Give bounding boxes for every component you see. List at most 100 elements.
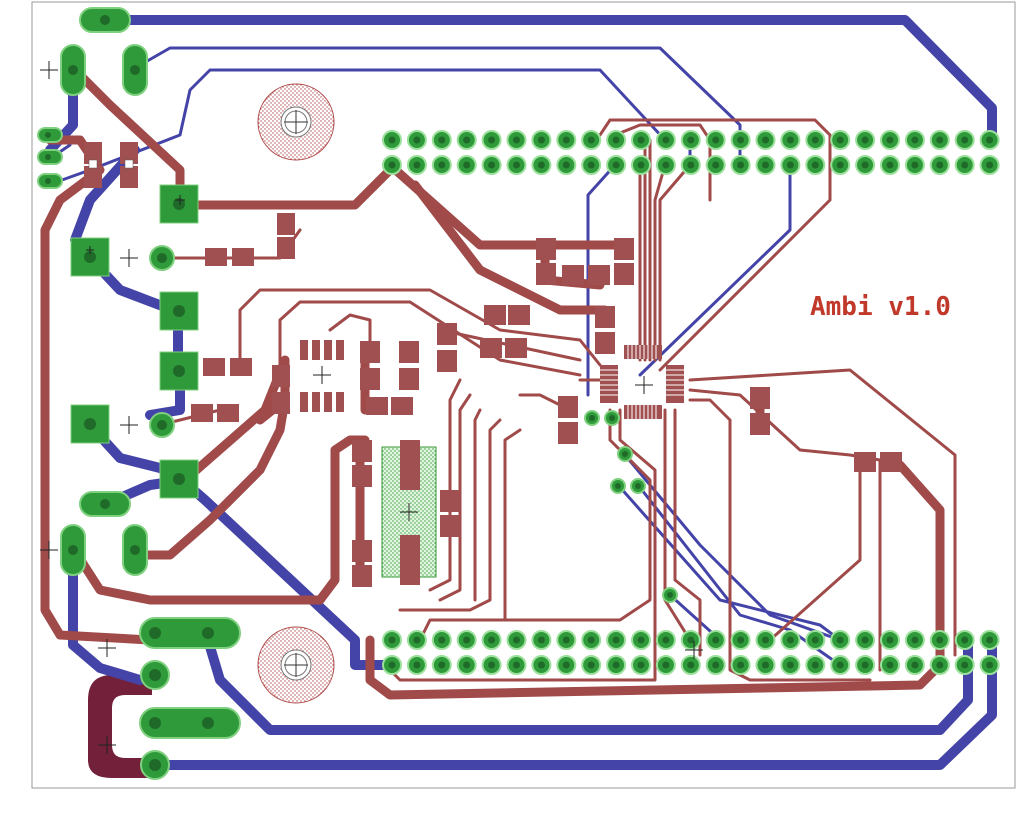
header-pin-drill xyxy=(986,661,994,669)
header-pin-drill xyxy=(886,661,894,669)
header-pin-drill xyxy=(488,136,496,144)
smd-resistor xyxy=(191,404,239,422)
header-pin-drill xyxy=(762,636,769,644)
header-pin-drill xyxy=(986,161,994,169)
smd-resistor xyxy=(854,452,902,472)
header-pin-drill xyxy=(811,136,819,144)
header-pin-drill xyxy=(936,136,944,144)
header-pin-drill xyxy=(513,161,520,169)
header-pin-drill xyxy=(612,636,620,644)
header-pin-drill xyxy=(637,161,645,169)
header-pin-drill xyxy=(836,636,844,644)
bottom-polygon xyxy=(88,675,152,778)
smd-resistor xyxy=(484,305,530,325)
smd-resistor xyxy=(352,440,372,487)
header-pin-drill xyxy=(911,136,919,144)
header-pin-drill xyxy=(513,136,520,144)
header-pin-drill xyxy=(687,161,695,169)
pin-headers xyxy=(382,130,1000,675)
header-pin-drill xyxy=(687,636,695,644)
header-pin-drill xyxy=(513,636,520,644)
header-pin-drill xyxy=(836,661,844,669)
header-pin-drill xyxy=(562,161,570,169)
header-pin-drill xyxy=(811,636,819,644)
header-pin-drill xyxy=(712,661,720,669)
header-pin-drill xyxy=(612,136,620,144)
smd-resistor xyxy=(360,341,380,390)
header-pin-drill xyxy=(836,136,844,144)
header-pin-drill xyxy=(637,661,645,669)
header-pin-drill xyxy=(438,161,446,169)
header-pin-drill xyxy=(786,661,794,669)
header-pin-drill xyxy=(587,161,595,169)
header-pin-drill xyxy=(662,636,670,644)
header-pin-drill xyxy=(587,636,595,644)
smd-resistor xyxy=(562,265,610,285)
header-pin-drill xyxy=(712,636,720,644)
header-pin-drill xyxy=(662,136,670,144)
smd-resistor xyxy=(205,248,254,266)
header-pin-drill xyxy=(413,136,421,144)
header-pin-drill xyxy=(537,661,545,669)
header-pin-drill xyxy=(737,661,745,669)
header-pin-drill xyxy=(463,661,471,669)
header-pin-drill xyxy=(886,136,894,144)
header-pin-drill xyxy=(388,136,396,144)
header-pin-drill xyxy=(413,636,421,644)
smd-resistor xyxy=(277,213,295,259)
header-pin-drill xyxy=(562,661,570,669)
header-pin-drill xyxy=(488,161,496,169)
header-pin-drill xyxy=(936,161,944,169)
header-pin-drill xyxy=(961,636,969,644)
smd-components xyxy=(84,142,902,587)
header-pin-drill xyxy=(537,636,545,644)
header-pin-drill xyxy=(861,161,869,169)
header-pin-drill xyxy=(712,161,720,169)
header-pin-drill xyxy=(737,136,745,144)
header-pin-drill xyxy=(762,136,769,144)
header-pin-drill xyxy=(612,161,620,169)
header-pin-drill xyxy=(513,661,520,669)
header-pin-drill xyxy=(986,636,994,644)
header-pin-drill xyxy=(562,636,570,644)
board-label: Ambi v1.0 xyxy=(810,292,951,322)
smd-resistor xyxy=(437,323,457,372)
smd-resistor xyxy=(84,142,102,188)
mounting-hole-icon xyxy=(257,83,335,161)
header-pin-drill xyxy=(463,636,471,644)
smd-resistor xyxy=(366,397,413,415)
header-pin-drill xyxy=(961,136,969,144)
header-pin-drill xyxy=(886,636,894,644)
smd-resistor xyxy=(558,396,578,444)
through-hole-pads xyxy=(37,7,241,780)
smd-resistor xyxy=(399,341,419,390)
header-pin-drill xyxy=(936,661,944,669)
header-pin-drill xyxy=(911,661,919,669)
header-pin-drill xyxy=(463,161,471,169)
smd-resistor xyxy=(203,358,252,376)
smd-resistor xyxy=(352,540,372,587)
header-pin-drill xyxy=(637,136,645,144)
header-pin-drill xyxy=(637,636,645,644)
mounting-hole-icon xyxy=(257,626,335,704)
header-pin-drill xyxy=(786,161,794,169)
header-pin-drill xyxy=(388,161,396,169)
header-pin-drill xyxy=(936,636,944,644)
header-pin-drill xyxy=(537,136,545,144)
smd-resistor xyxy=(440,490,460,537)
header-pin-drill xyxy=(488,636,496,644)
header-pin-drill xyxy=(786,136,794,144)
header-pin-drill xyxy=(961,161,969,169)
header-pin-drill xyxy=(911,161,919,169)
header-pin-drill xyxy=(438,636,446,644)
header-pin-drill xyxy=(762,661,769,669)
header-pin-drill xyxy=(537,161,545,169)
smd-resistor xyxy=(480,338,527,358)
header-pin-drill xyxy=(886,161,894,169)
smd-resistor xyxy=(536,238,556,285)
header-pin-drill xyxy=(786,636,794,644)
header-pin-drill xyxy=(836,161,844,169)
header-pin-drill xyxy=(587,661,595,669)
header-pin-drill xyxy=(687,136,695,144)
